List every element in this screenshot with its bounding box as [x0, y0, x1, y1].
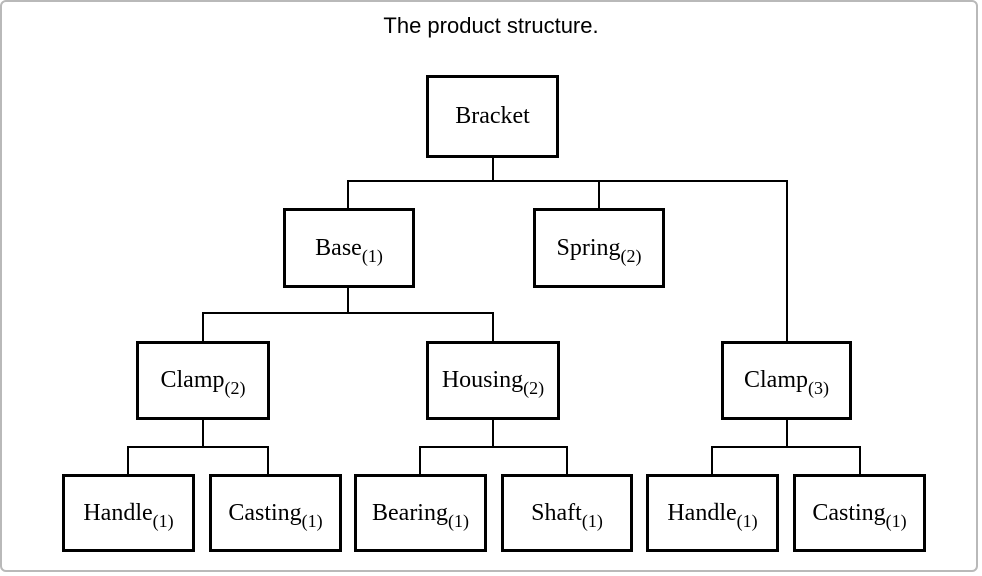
node-label: Bearing — [372, 499, 448, 526]
connector-line — [492, 312, 494, 341]
node-bracket: Bracket — [426, 75, 559, 158]
node-qty: (1) — [447, 510, 469, 531]
node-qty: (3) — [808, 378, 829, 398]
node-label: Clamp — [160, 367, 225, 393]
connector-line — [419, 446, 421, 474]
connector-line — [347, 180, 349, 208]
connector-line — [859, 446, 861, 474]
connector-line — [202, 312, 494, 314]
node-label: Spring — [556, 234, 621, 261]
node-label: Handle — [667, 499, 737, 526]
connector-line — [786, 420, 788, 448]
node-label: Housing — [441, 367, 524, 393]
node-clamp-2: Clamp(2) — [136, 341, 270, 420]
node-label: Bracket — [455, 103, 530, 129]
connector-line — [127, 446, 129, 474]
connector-line — [566, 446, 568, 474]
node-casting-left: Casting(1) — [209, 474, 342, 552]
node-label: Casting — [812, 499, 886, 526]
node-housing: Housing(2) — [426, 341, 560, 420]
connector-line — [492, 158, 494, 181]
node-bearing: Bearing(1) — [354, 474, 487, 552]
node-qty: (1) — [152, 510, 174, 531]
node-label: Shaft — [531, 499, 582, 526]
node-qty: (1) — [301, 510, 323, 531]
node-qty: (1) — [581, 510, 603, 531]
connector-line — [347, 288, 349, 313]
node-handle-left: Handle(1) — [62, 474, 195, 552]
connector-line — [492, 420, 494, 448]
connector-line — [127, 446, 269, 448]
node-qty: (2) — [523, 378, 545, 398]
node-label: Clamp — [744, 367, 808, 393]
node-handle-right: Handle(1) — [646, 474, 779, 552]
connector-line — [202, 312, 204, 341]
node-spring: Spring(2) — [533, 208, 665, 288]
connector-line — [419, 446, 568, 448]
node-qty: (1) — [885, 510, 907, 531]
connector-line — [598, 180, 600, 208]
node-shaft: Shaft(1) — [501, 474, 633, 552]
connector-line — [786, 180, 788, 341]
connector-line — [711, 446, 713, 474]
node-label: Base — [315, 234, 362, 261]
node-base: Base(1) — [283, 208, 415, 288]
node-label: Casting — [228, 499, 302, 526]
node-qty: (2) — [224, 378, 246, 398]
node-qty: (1) — [361, 245, 383, 266]
connector-line — [267, 446, 269, 474]
connector-line — [202, 420, 204, 448]
node-qty: (1) — [736, 510, 758, 531]
connector-line — [711, 446, 861, 448]
node-casting-right: Casting(1) — [793, 474, 926, 552]
connector-line — [347, 180, 788, 182]
node-label: Handle — [83, 499, 153, 526]
node-clamp-3: Clamp(3) — [721, 341, 852, 420]
node-qty: (2) — [620, 245, 642, 266]
diagram-title: The product structure. — [383, 13, 599, 38]
